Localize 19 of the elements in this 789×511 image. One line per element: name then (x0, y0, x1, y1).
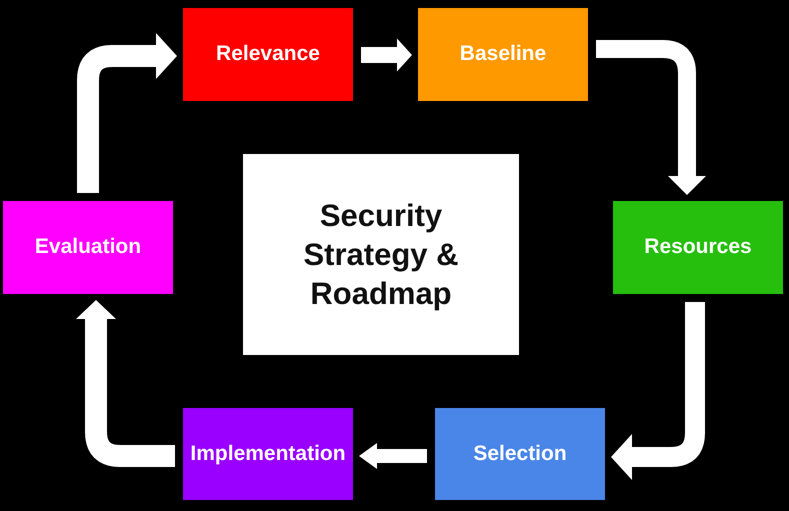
box-label: Resources (644, 235, 752, 260)
arrow (359, 443, 427, 469)
arrow (611, 302, 705, 480)
arrow (596, 40, 706, 195)
box-label: Selection (473, 442, 567, 466)
box-label: Baseline (460, 42, 546, 67)
box-label: Implementation (190, 442, 346, 466)
arrow (77, 33, 177, 193)
central-box (243, 154, 519, 355)
process-box (183, 8, 353, 101)
box-label: Relevance (216, 42, 320, 67)
box-label: Evaluation (34, 235, 142, 260)
process-box (183, 408, 353, 500)
process-box (613, 201, 783, 294)
arrow (361, 38, 412, 72)
process-box (418, 8, 588, 101)
process-box (435, 408, 605, 500)
process-box (3, 201, 173, 294)
central-label: Security Strategy & Roadmap (302, 197, 460, 313)
